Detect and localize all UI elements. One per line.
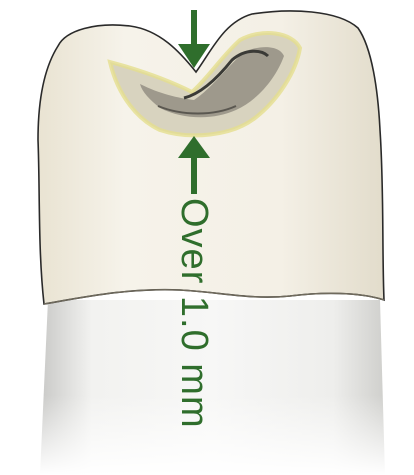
measurement-label: Over 1.0 mm (173, 198, 215, 429)
